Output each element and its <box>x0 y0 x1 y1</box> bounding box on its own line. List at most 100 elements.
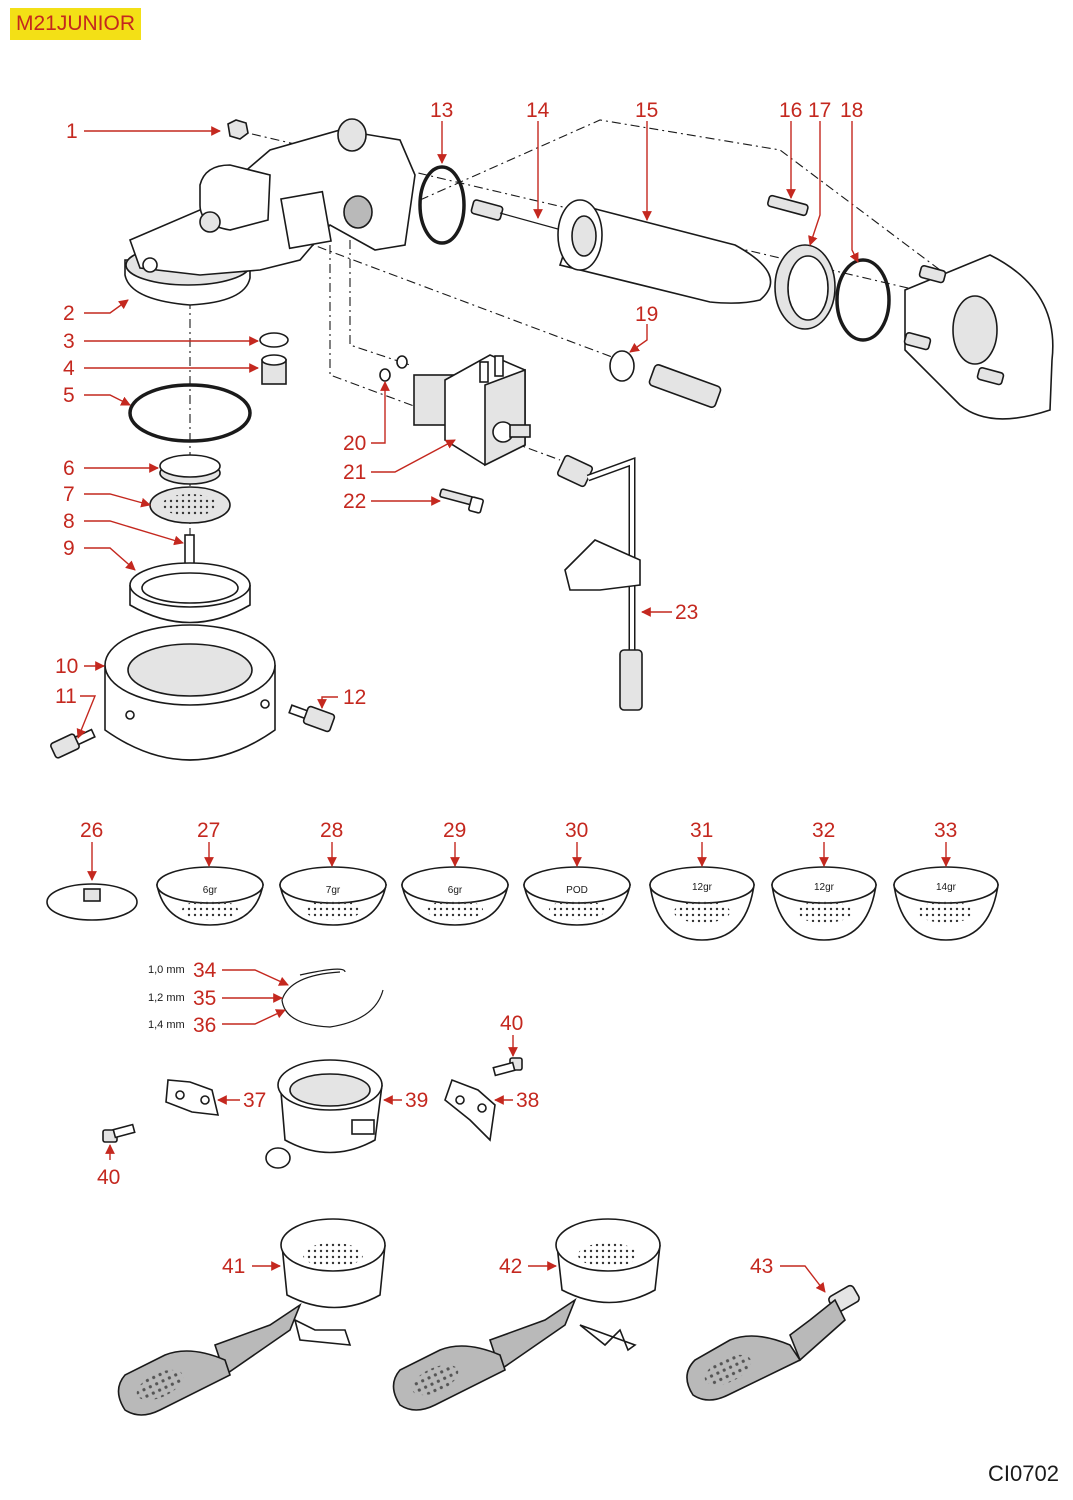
callout-12: 12 <box>343 686 366 709</box>
callout-20: 20 <box>343 432 366 455</box>
callout-40-left: 40 <box>97 1166 120 1189</box>
callout-30: 30 <box>565 819 588 842</box>
part-43-handle <box>686 1284 860 1401</box>
callout-3: 3 <box>63 330 75 353</box>
callout-35: 35 <box>193 987 216 1010</box>
callout-10: 10 <box>55 655 78 678</box>
callout-21: 21 <box>343 461 366 484</box>
callout-15: 15 <box>635 99 658 122</box>
part-13-o-ring <box>418 165 466 245</box>
callout-42: 42 <box>499 1255 522 1278</box>
part-15-tube <box>557 199 772 304</box>
callout-39: 39 <box>405 1089 428 1112</box>
gasket-size-36: 1,4 mm <box>148 1019 185 1031</box>
part-6-disc <box>159 454 221 485</box>
part-33-basket: 14gr <box>893 866 999 941</box>
callout-36: 36 <box>193 1014 216 1037</box>
callout-41: 41 <box>222 1255 245 1278</box>
pipe-fitting <box>648 364 746 491</box>
callout-5: 5 <box>63 384 75 407</box>
part-22-screw <box>439 488 484 514</box>
callout-2: 2 <box>63 302 75 325</box>
callout-17: 17 <box>808 99 831 122</box>
callout-37: 37 <box>243 1089 266 1112</box>
part-11-pin <box>50 728 96 759</box>
callout-32: 32 <box>812 819 835 842</box>
part-12-pin <box>288 704 336 733</box>
basket-29-label: 6gr <box>448 885 463 896</box>
callout-4: 4 <box>63 357 75 380</box>
part-4-plug <box>261 354 287 385</box>
part-18-o-ring <box>835 258 891 342</box>
callout-11: 11 <box>55 685 77 708</box>
part-41-portafilter-double <box>117 1218 386 1416</box>
portafilter-parts <box>102 968 523 1169</box>
callout-19: 19 <box>635 303 658 326</box>
callout-8: 8 <box>63 510 75 533</box>
callout-40-right: 40 <box>500 1012 523 1035</box>
callout-1: 1 <box>66 120 78 143</box>
part-39-portafilter-body <box>265 1059 383 1169</box>
callout-31: 31 <box>690 819 713 842</box>
part-34-36-spring <box>281 968 384 1028</box>
gasket-size-35: 1,2 mm <box>148 992 185 1004</box>
part-40-screw-left <box>102 1123 136 1143</box>
part-30-pod-basket: POD <box>523 866 631 926</box>
basket-33-label: 14gr <box>936 882 957 893</box>
part-1-nut <box>227 119 249 140</box>
basket-31-label: 12gr <box>692 882 713 893</box>
callout-6: 6 <box>63 457 75 480</box>
part-32-basket: 12gr <box>771 866 877 941</box>
part-28-basket: 7gr <box>279 866 387 926</box>
callout-23: 23 <box>675 601 698 624</box>
filter-baskets: 6gr 7gr 6gr POD 12gr <box>46 866 999 941</box>
flange-plate <box>903 254 1054 420</box>
part-27-basket: 6gr <box>156 866 264 926</box>
part-17-ring-nut <box>774 244 836 330</box>
callout-13: 13 <box>430 99 453 122</box>
part-40-screw-right <box>492 1057 523 1077</box>
basket-32-label: 12gr <box>814 882 835 893</box>
part-10-collar <box>104 624 276 761</box>
group-head-assembly <box>50 118 1054 761</box>
callout-27: 27 <box>197 819 220 842</box>
callout-7: 7 <box>63 483 75 506</box>
part-16-stud <box>767 194 809 217</box>
part-31-basket: 12gr <box>649 866 755 941</box>
callout-28: 28 <box>320 819 343 842</box>
callout-34: 34 <box>193 959 217 982</box>
callout-14: 14 <box>526 99 550 122</box>
callout-26: 26 <box>80 819 103 842</box>
callout-33: 33 <box>934 819 957 842</box>
basket-28-label: 7gr <box>326 885 341 896</box>
part-5-gasket <box>128 383 252 443</box>
basket-30-label: POD <box>566 885 588 896</box>
callout-18: 18 <box>840 99 863 122</box>
part-3-washer <box>259 332 289 348</box>
part-20-o-rings <box>379 355 408 382</box>
part-2-group-head <box>124 118 416 306</box>
part-7-shower-screen <box>149 486 231 524</box>
gasket-size-34: 1,0 mm <box>148 964 185 976</box>
callout-22: 22 <box>343 490 366 513</box>
model-tag: M21JUNIOR <box>10 8 142 40</box>
part-42-portafilter-single <box>392 1218 661 1411</box>
part-21-solenoid-valve <box>413 354 531 467</box>
callouts: 1 2 3 4 5 6 7 8 9 10 11 12 13 14 15 16 1 <box>55 99 957 1293</box>
part-37-bracket <box>165 1079 220 1116</box>
part-26-blind-disc <box>46 883 138 921</box>
callout-16: 16 <box>779 99 802 122</box>
part-29-basket: 6gr <box>401 866 509 926</box>
part-19-washer <box>609 350 635 382</box>
part-23-pipe-bracket <box>556 454 643 711</box>
callout-38: 38 <box>516 1089 539 1112</box>
part-38-bracket <box>444 1078 496 1142</box>
document-code: CI0702 <box>988 1461 1059 1486</box>
basket-27-label: 6gr <box>203 885 218 896</box>
callout-9: 9 <box>63 537 75 560</box>
portafilter-handles <box>117 1218 860 1416</box>
part-9-ring <box>129 562 251 624</box>
callout-29: 29 <box>443 819 466 842</box>
callout-43: 43 <box>750 1255 773 1278</box>
